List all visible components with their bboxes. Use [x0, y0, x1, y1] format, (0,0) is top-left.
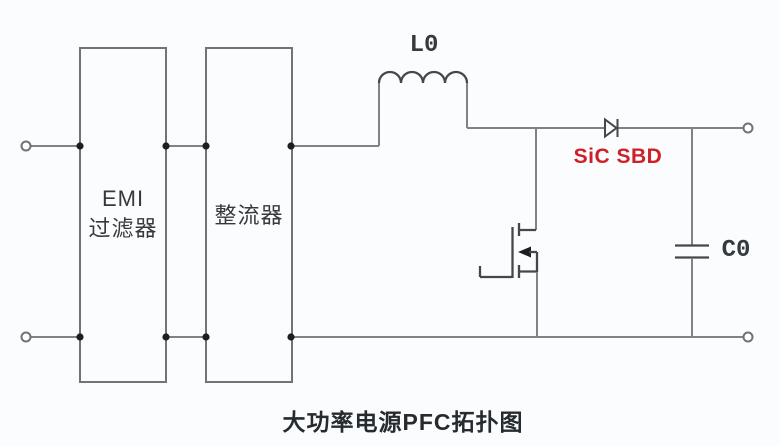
- rectifier-label: 整流器: [214, 203, 284, 228]
- input-terminal-top: [20, 140, 32, 152]
- rectifier-box: [205, 47, 293, 383]
- input-terminal-bottom: [20, 331, 32, 343]
- junction-dots: [76, 142, 295, 341]
- inductor-label: L0: [409, 32, 439, 59]
- output-terminal-top: [742, 122, 754, 134]
- output-terminal-bottom: [742, 331, 754, 343]
- inductor-symbol: [377, 70, 469, 146]
- emi-filter-label-line2: 过滤器: [88, 216, 158, 241]
- capacitor-label: C0: [721, 237, 751, 264]
- mosfet-symbol: [478, 128, 539, 337]
- capacitor-symbol: [675, 128, 709, 337]
- emi-filter-label: EMI 过滤器: [73, 184, 173, 244]
- emi-filter-box: [79, 47, 167, 383]
- diode-label: SiC SBD: [573, 145, 663, 168]
- diode-symbol: [604, 117, 619, 139]
- mosfet-body-arrow-icon: [518, 246, 531, 258]
- diagram-title: 大功率电源PFC拓扑图: [282, 409, 524, 435]
- emi-filter-label-line1: EMI: [101, 186, 145, 211]
- top-bus-wire: [30, 127, 744, 147]
